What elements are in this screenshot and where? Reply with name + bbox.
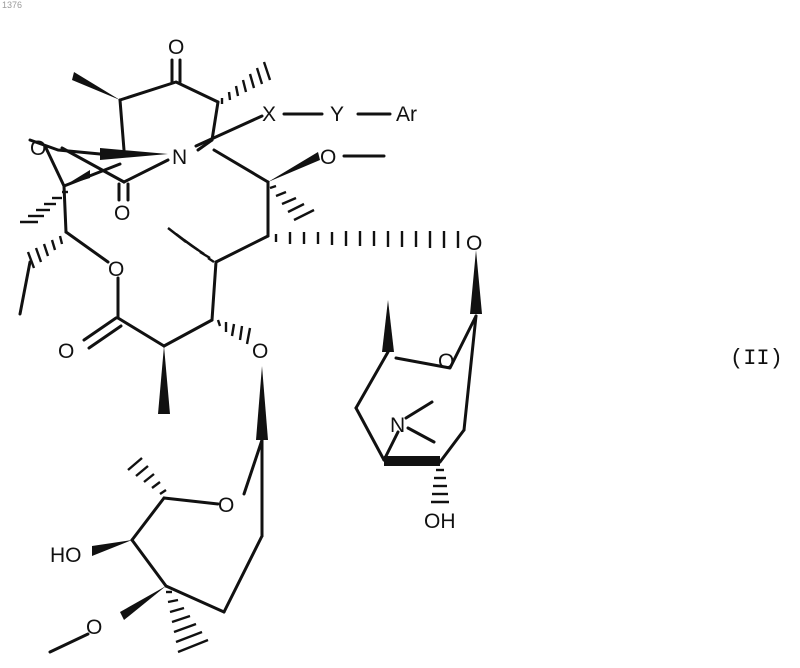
bond-n-to-x [196, 116, 262, 146]
bond-c-right-chain [212, 102, 218, 140]
wedge-carbamate-methyl [64, 170, 90, 186]
hash-ethyl [28, 236, 62, 268]
bond-desosamine-ring-top [396, 316, 476, 368]
atom-y: Y [330, 103, 344, 126]
bond-carbamate-o-c [46, 148, 64, 186]
atom-o-methoxy-cladinose: O [86, 616, 102, 639]
hash-cladinose-methyl [128, 458, 166, 494]
hash-c6-methyl [270, 186, 314, 220]
bond-cladinose-ome-methyl [50, 634, 88, 652]
wedge-methyl-upper-left [72, 72, 120, 100]
atom-x: X [262, 103, 276, 126]
atom-ketone-o: O [168, 36, 184, 59]
bond-c3-to-c4 [212, 262, 216, 320]
bond-nme-2 [408, 428, 434, 442]
wedge-desosamine-anomeric [470, 250, 482, 314]
atom-o-lactone-carbonyl: O [58, 340, 74, 363]
bond-to-ethyl-carbon [64, 186, 66, 232]
bond-to-lactone-o [66, 232, 108, 262]
atom-o-methoxy-top: O [320, 146, 336, 169]
atom-n-ring: N [172, 146, 187, 169]
bond-c-left-chain [120, 100, 124, 150]
hash-desosamine-oh [431, 470, 449, 502]
bond-c6-to-c7 [214, 150, 268, 182]
atom-oh-desosamine: OH [424, 510, 456, 533]
atom-o-carbamate-carbonyl: O [114, 202, 130, 225]
atom-n-dimethylamino: N [390, 414, 405, 437]
atom-o-desosamine-ring: O [438, 350, 454, 373]
wedge-cladinose-oh [92, 540, 132, 556]
hash-c5-to-o-desosamine [276, 231, 458, 248]
wedge-desosamine-c3 [384, 456, 440, 466]
bond-desosamine-c5-c4 [356, 352, 388, 408]
wedge-cladinose-anomeric [256, 366, 268, 440]
bond-nme-1 [406, 402, 432, 418]
wedge-c6-ome [268, 152, 320, 182]
bond-cladinose-c3-c4 [166, 586, 224, 612]
hash-c4-methyl [168, 228, 214, 262]
bond-cladinose-c5-c6 [132, 498, 164, 540]
hash-methyl-upper-right [222, 62, 270, 104]
bond-cladinose-c4-c5 [132, 540, 166, 586]
atom-o-carbamate-ring: O [30, 137, 46, 160]
bond-lactone-c-o-double-1 [84, 318, 116, 340]
formula-label: (II) [730, 346, 783, 371]
bond-lactone-c-to-alpha [118, 318, 164, 346]
wedge-desosamine-methyl [382, 300, 394, 352]
bond-ethyl-terminal [20, 262, 30, 314]
bond-ketone-chain [120, 82, 218, 102]
wedge-alpha-methyl [158, 346, 170, 414]
hash-carbamate-methyl-down [20, 192, 68, 222]
bond-cladinose-c2-c3 [224, 536, 262, 612]
bond-lactone-c-o-double-2 [89, 326, 121, 348]
bond-cladinose-c6-o [164, 498, 218, 504]
wedge-cladinose-ome [120, 586, 166, 620]
wedge-n-carbamate-carbon [100, 148, 168, 160]
bond-c4-to-c5 [216, 236, 268, 262]
atom-o-cladinose-link: O [252, 340, 268, 363]
bond-desosamine-c3-c2 [440, 430, 464, 462]
atom-o-cladinose-ring: O [218, 494, 234, 517]
bond-n-to-carbamate-carbonyl [124, 160, 168, 182]
hash-c3-to-o [218, 320, 250, 344]
atom-o-lactone-ring: O [108, 258, 124, 281]
atom-o-desosamine-link: O [466, 232, 482, 255]
atom-ar: Ar [396, 103, 417, 126]
bond-desosamine-c4-c3 [356, 408, 384, 460]
atom-ho-cladinose: HO [50, 544, 82, 567]
bond-cladinose-c1-o [244, 440, 262, 494]
bond-alpha-to-c3 [164, 320, 212, 346]
